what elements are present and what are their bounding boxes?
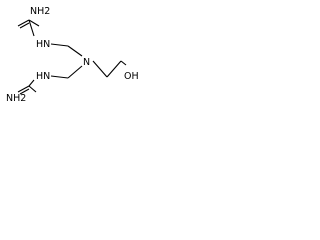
bond-c-o-bottom-1 — [17, 85, 30, 93]
bond-nh-ch2-bottom — [50, 75, 69, 79]
bond-c-nh-top — [28, 19, 35, 37]
bond-ch2-n-top — [67, 45, 83, 57]
bond-c-o-bottom-2 — [19, 88, 30, 95]
bond-c-nh2-top — [28, 19, 40, 27]
bond-ch2-oh — [120, 60, 127, 66]
bond-n-ch2 — [92, 60, 108, 78]
bond-ch2-n-bottom — [67, 65, 83, 79]
atom-label-nh-top: HN — [36, 39, 50, 50]
bond-ch2-ch2 — [106, 60, 122, 78]
bond-c-o-top-1 — [17, 19, 30, 27]
bond-c-nh2-bottom — [28, 85, 37, 93]
bond-c-nh-bottom — [28, 79, 35, 87]
atom-label-nh-bottom: HN — [36, 71, 50, 82]
chemical-structure-diagram: NH2 HN N HN NH2 OH — [6, 6, 139, 104]
atom-label-n-center: N — [83, 57, 90, 68]
bond-c-o-top-2 — [19, 22, 30, 29]
atom-label-hydroxyl: OH — [124, 71, 139, 82]
bond-nh-ch2-top — [50, 43, 69, 47]
atom-label-nh2-top: NH2 — [30, 6, 50, 17]
atom-label-nh2-bottom: NH2 — [6, 93, 26, 104]
